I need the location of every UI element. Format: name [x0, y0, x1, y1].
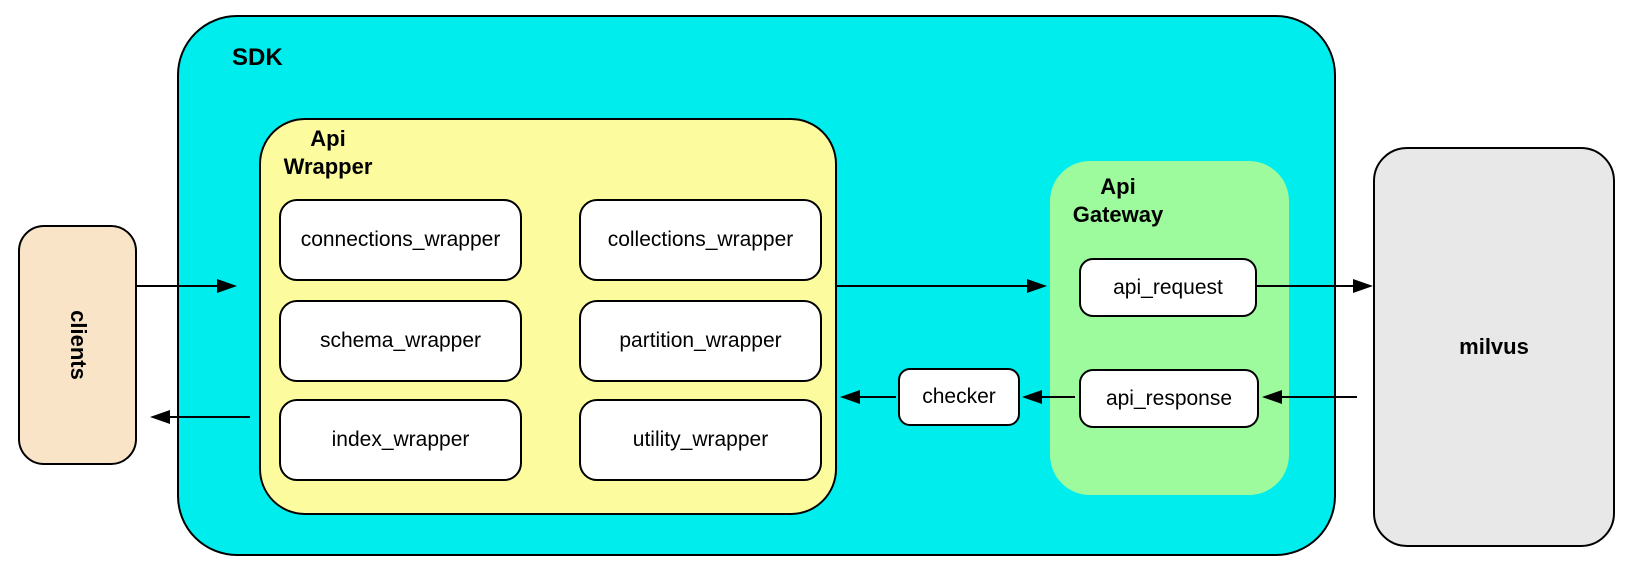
- collections-wrapper-label: collections_wrapper: [607, 228, 794, 251]
- sdk-label: SDK: [232, 44, 283, 71]
- node-collections-wrapper: collections_wrapper: [579, 199, 822, 281]
- api-gateway-label-line1: Api: [1100, 174, 1136, 199]
- node-utility-wrapper: utility_wrapper: [579, 399, 822, 481]
- connections-wrapper-label: connections_wrapper: [300, 228, 501, 251]
- container-api-wrapper: Api Wrapper connections_wrapper collecti…: [259, 118, 837, 515]
- partition-wrapper-label: partition_wrapper: [619, 329, 782, 352]
- node-schema-wrapper: schema_wrapper: [279, 300, 522, 382]
- utility-wrapper-label: utility_wrapper: [632, 428, 769, 451]
- api-gateway-label-line2: Gateway: [1072, 202, 1164, 227]
- node-checker: checker: [898, 368, 1020, 426]
- node-connections-wrapper: connections_wrapper: [279, 199, 522, 281]
- api-response-label: api_response: [1105, 386, 1233, 410]
- node-clients: clients: [18, 225, 137, 465]
- milvus-label: milvus: [1459, 334, 1529, 359]
- node-api-request: api_request: [1079, 258, 1257, 317]
- api-request-label: api_request: [1113, 275, 1223, 299]
- api-wrapper-label: Api Wrapper: [267, 125, 389, 181]
- api-wrapper-label-line1: Api: [310, 126, 346, 151]
- index-wrapper-label: index_wrapper: [331, 428, 470, 451]
- node-api-response: api_response: [1079, 369, 1259, 428]
- container-sdk: SDK Api Wrapper connections_wrapper coll…: [177, 15, 1336, 556]
- node-index-wrapper: index_wrapper: [279, 399, 522, 481]
- clients-label: clients: [65, 310, 91, 380]
- schema-wrapper-label: schema_wrapper: [319, 329, 482, 352]
- api-wrapper-label-line2: Wrapper: [283, 154, 373, 179]
- container-api-gateway: Api Gateway api_request api_response: [1050, 161, 1289, 495]
- node-partition-wrapper: partition_wrapper: [579, 300, 822, 382]
- api-gateway-label: Api Gateway: [1063, 173, 1173, 229]
- node-milvus: milvus: [1373, 147, 1615, 547]
- checker-label: checker: [922, 385, 996, 408]
